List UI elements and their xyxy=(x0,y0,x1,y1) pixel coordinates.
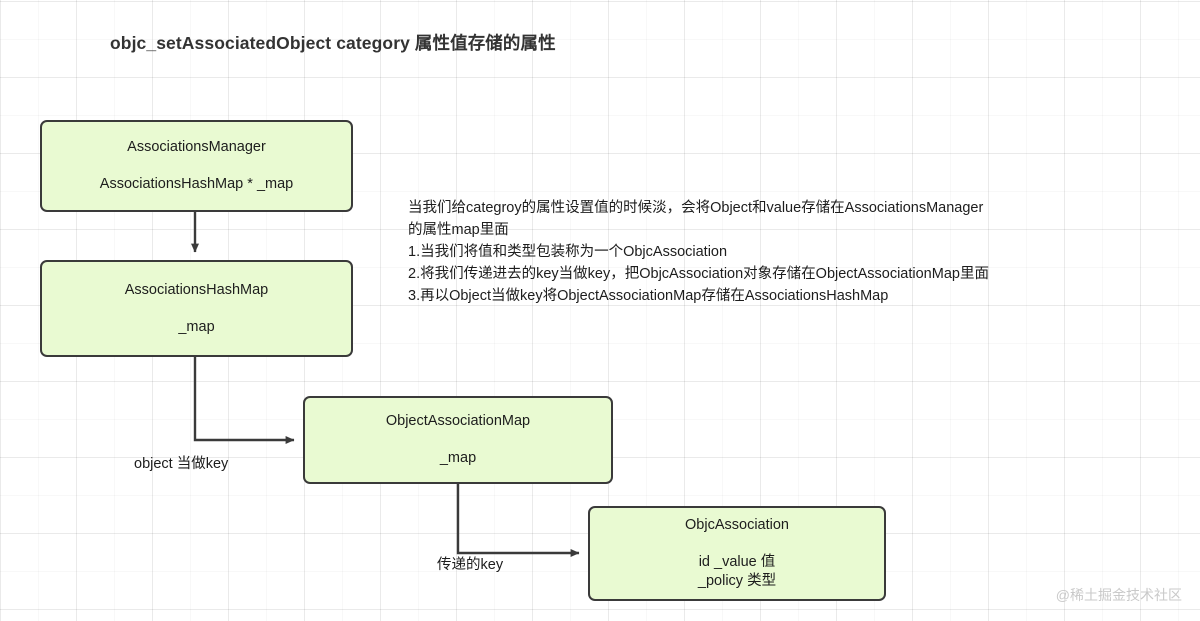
description-line-5: 3.再以Object当做key将ObjectAssociationMap存储在A… xyxy=(408,288,889,305)
description-line-1: 当我们给categroy的属性设置值的时候淡，会将Object和value存储在… xyxy=(408,200,984,216)
node-object-association-map-line-2: _map xyxy=(439,450,477,466)
node-objc-association-line-2: id _value 值 xyxy=(698,554,776,571)
node-associations-hashmap-line-2: _map xyxy=(178,318,215,335)
node-objc-association[interactable]: ObjcAssociation id _value 值 _policy 类型 xyxy=(588,506,886,601)
connector-hashmap-to-objectmap xyxy=(193,357,295,444)
node-associations-manager-line-2: AssociationsHashMap * _map xyxy=(99,176,294,192)
edge-label-object-as-key: object 当做key xyxy=(134,456,229,472)
connector-objectmap-to-association xyxy=(456,484,580,557)
node-associations-manager[interactable]: AssociationsManager AssociationsHashMap … xyxy=(40,120,353,212)
description-line-3: 1.当我们将值和类型包装称为一个ObjcAssociation xyxy=(408,244,728,261)
node-objc-association-line-1: ObjcAssociation xyxy=(685,517,789,534)
description-block: 当我们给categroy的属性设置值的时候淡，会将Object和value存储在… xyxy=(408,197,1120,307)
node-object-association-map[interactable]: ObjectAssociationMap _map xyxy=(303,396,613,484)
node-associations-hashmap-line-1: AssociationsHashMap xyxy=(124,281,269,298)
diagram-title: objc_setAssociatedObject category 属性值存储的… xyxy=(110,33,556,53)
node-object-association-map-line-1: ObjectAssociationMap xyxy=(385,413,531,430)
node-associations-hashmap[interactable]: AssociationsHashMap _map xyxy=(40,260,353,357)
node-objc-association-line-3: _policy 类型 xyxy=(697,572,777,589)
description-line-2: 的属性map里面 xyxy=(408,222,509,239)
edge-label-passed-key: 传递的key xyxy=(437,557,504,573)
watermark: @稀土掘金技术社区 xyxy=(1055,587,1182,603)
node-associations-manager-line-1: AssociationsManager xyxy=(127,139,266,156)
description-line-4: 2.将我们传递进去的key当做key，把ObjcAssociation对象存储在… xyxy=(408,266,989,283)
